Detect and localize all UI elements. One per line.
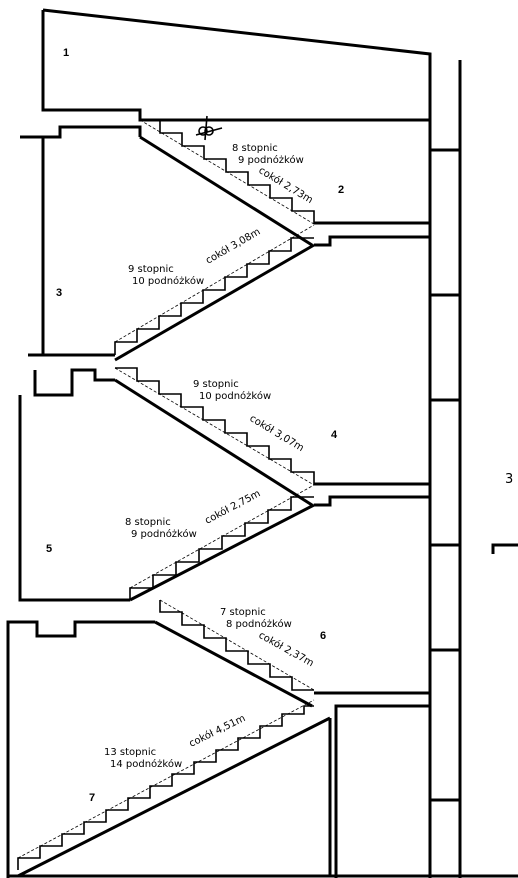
flight-1-risers: 9 podnóżków: [238, 154, 304, 166]
level-label-2: 2: [338, 184, 344, 196]
section-mark: [195, 115, 223, 141]
flight-4-steps: 8 stopnic: [125, 517, 171, 528]
level-label-6: 6: [320, 630, 326, 642]
flight-5-risers: 8 podnóżków: [226, 618, 292, 630]
flight-3-risers: 10 podnóżków: [199, 390, 271, 402]
flight-2-risers: 10 podnóżków: [132, 275, 204, 287]
level-label-1: 1: [63, 47, 69, 59]
flight-2-steps: 9 stopnic: [128, 264, 174, 275]
flight-3-steps: 9 stopnic: [193, 379, 239, 390]
level-label-7: 7: [89, 792, 95, 804]
flight-4-risers: 9 podnóżków: [131, 528, 197, 540]
level-label-4: 4: [331, 429, 338, 441]
flight-6-steps: 13 stopnic: [104, 747, 156, 758]
flight-3-plinth: cokół 3,07m: [247, 412, 306, 454]
flight-6-risers: 14 podnóżków: [110, 758, 182, 770]
building-walls: [6, 8, 518, 878]
level-label-3: 3: [56, 287, 62, 299]
flight-5-steps: 7 stopnic: [220, 607, 266, 618]
side-label: 3: [505, 472, 513, 487]
flight-4-plinth: cokół 2,75m: [203, 487, 263, 526]
level-label-5: 5: [46, 543, 52, 555]
stair-flights: [17, 119, 331, 878]
flight-1-steps: 8 stopnic: [232, 143, 278, 154]
